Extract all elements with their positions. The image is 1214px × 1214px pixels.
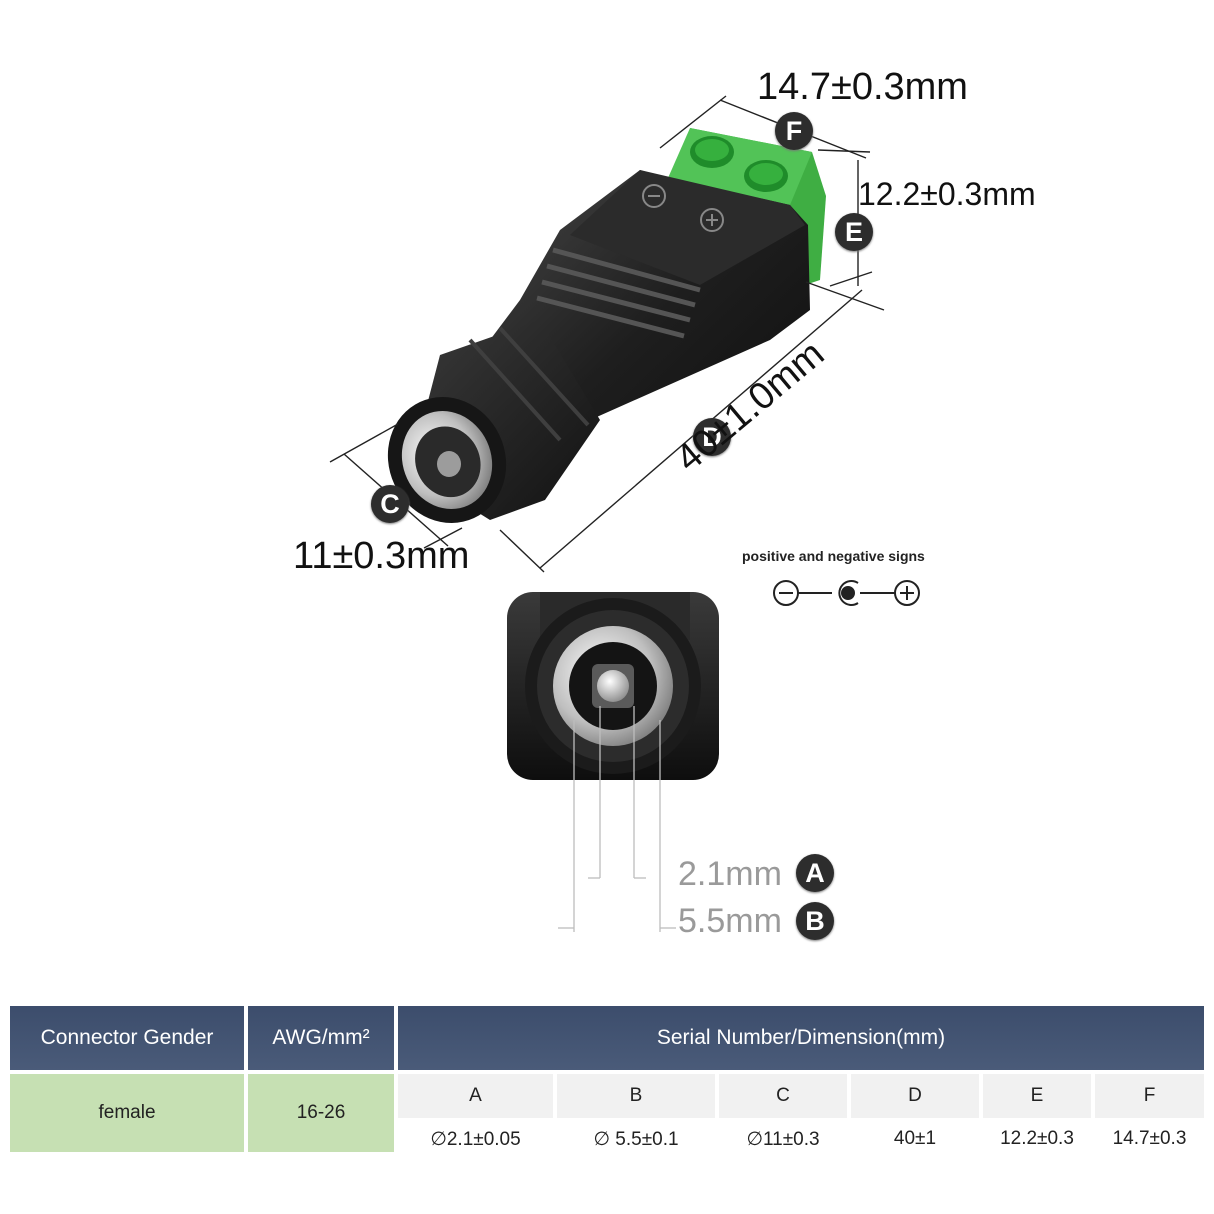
col-key-d: D bbox=[851, 1074, 979, 1118]
polarity-diagram bbox=[773, 580, 920, 606]
cell-awg: 16-26 bbox=[248, 1074, 394, 1152]
dim-a-value: 2.1mm bbox=[678, 855, 782, 893]
badge-e: E bbox=[835, 213, 873, 251]
connector-front-view bbox=[507, 592, 719, 932]
polarity-title: positive and negative signs bbox=[742, 548, 925, 564]
col-value-e: 12.2±0.3 bbox=[1000, 1128, 1074, 1149]
connector-illustration bbox=[329, 95, 920, 932]
plus-mark bbox=[700, 208, 724, 232]
col-key-c: C bbox=[719, 1074, 847, 1118]
minus-mark bbox=[642, 184, 666, 208]
badge-d: D bbox=[693, 418, 731, 456]
spec-table: Connector Gender AWG/mm² Serial Number/D… bbox=[10, 1006, 1204, 1156]
badge-b: B bbox=[796, 902, 834, 940]
col-value-d: 40±1 bbox=[893, 1128, 937, 1149]
badge-f: F bbox=[775, 112, 813, 150]
col-value-c: ∅11±0.3 bbox=[746, 1128, 820, 1150]
col-key-f: F bbox=[1095, 1074, 1204, 1118]
header-connector-gender: Connector Gender bbox=[10, 1006, 244, 1070]
header-serial-dimension: Serial Number/Dimension(mm) bbox=[398, 1006, 1204, 1070]
col-value-f: 14.7±0.3 bbox=[1112, 1128, 1187, 1149]
col-value-b: ∅ 5.5±0.1 bbox=[593, 1128, 679, 1150]
col-key-a: A bbox=[398, 1074, 553, 1118]
dim-f-value: 14.7±0.3mm bbox=[757, 66, 968, 108]
connector-side-view bbox=[387, 128, 826, 523]
dim-c-value: 11±0.3mm bbox=[293, 535, 470, 577]
badge-c: C bbox=[371, 485, 409, 523]
col-key-b: B bbox=[557, 1074, 715, 1118]
cell-gender: female bbox=[10, 1074, 244, 1152]
header-awg: AWG/mm² bbox=[248, 1006, 394, 1070]
center-dot-icon bbox=[838, 580, 859, 606]
dim-b-value: 5.5mm bbox=[678, 902, 782, 940]
badge-a: A bbox=[796, 854, 834, 892]
col-value-a: ∅2.1±0.05 bbox=[430, 1128, 521, 1150]
col-key-e: E bbox=[983, 1074, 1091, 1118]
center-pin bbox=[597, 670, 629, 702]
dim-e-value: 12.2±0.3mm bbox=[858, 176, 1036, 212]
plus-circle-icon bbox=[894, 580, 920, 606]
